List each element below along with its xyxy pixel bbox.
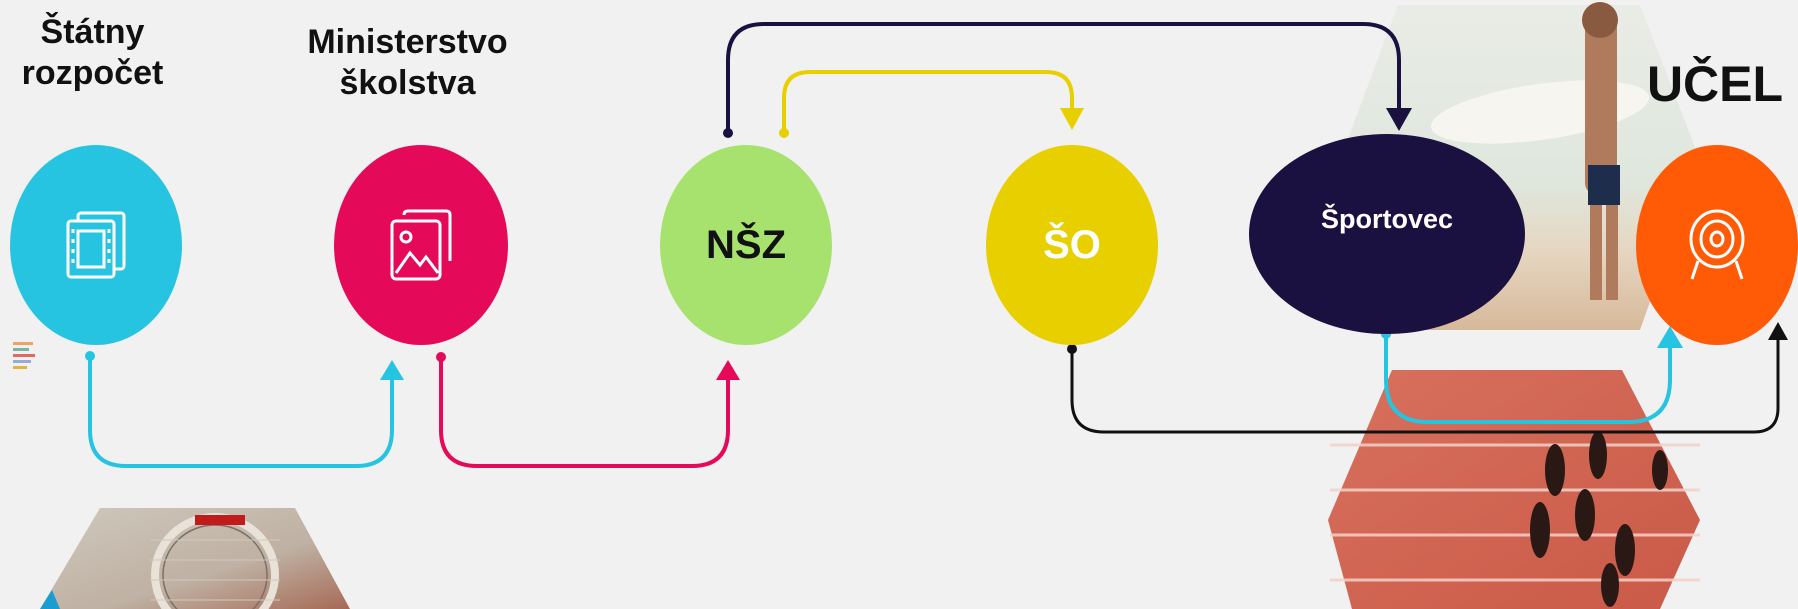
connector-ministry-to-nsz: [439, 357, 730, 468]
connector-nsz-to-so: [782, 70, 1074, 133]
state-budget-node: [10, 145, 182, 345]
connector-nsz-to-athlete: [726, 22, 1401, 133]
nsz-node: NŠZ: [660, 145, 832, 345]
bars-glyph-icon: [13, 342, 35, 369]
goal-label: UČEL: [1646, 56, 1784, 112]
connector-dot: [723, 128, 733, 138]
connector-dot: [436, 352, 446, 362]
ministry-label: Ministerstvo školstva: [307, 23, 508, 102]
connector-dot: [779, 128, 789, 138]
film-frames-icon: [66, 211, 126, 279]
connector-athlete-to-goal: [1384, 334, 1672, 424]
connector-dot: [1067, 344, 1077, 354]
connector-arrowhead: [380, 360, 404, 380]
connector-arrowhead: [1768, 322, 1788, 340]
ministry-node: [334, 145, 508, 345]
image-gallery-icon: [390, 209, 452, 281]
connector-budget-to-ministry: [88, 356, 394, 468]
athlete-node-label: Športovec: [1320, 203, 1454, 234]
connector-arrowhead: [716, 360, 740, 380]
nsz-node-label: NŠZ: [706, 222, 786, 267]
goal-node: [1636, 145, 1798, 345]
so-node-label: ŠO: [1043, 222, 1101, 267]
connector-arrowhead: [1060, 108, 1084, 130]
connector-arrowhead: [1657, 326, 1683, 348]
connector-so-to-goal: [1070, 340, 1780, 434]
athlete-node: Športovec: [1249, 134, 1525, 334]
target-icon: [1689, 209, 1745, 280]
state-budget-label: Štátny rozpočet: [21, 13, 164, 92]
so-node: ŠO: [986, 145, 1158, 345]
connector-dot: [85, 351, 95, 361]
connector-arrowhead: [1386, 108, 1412, 131]
